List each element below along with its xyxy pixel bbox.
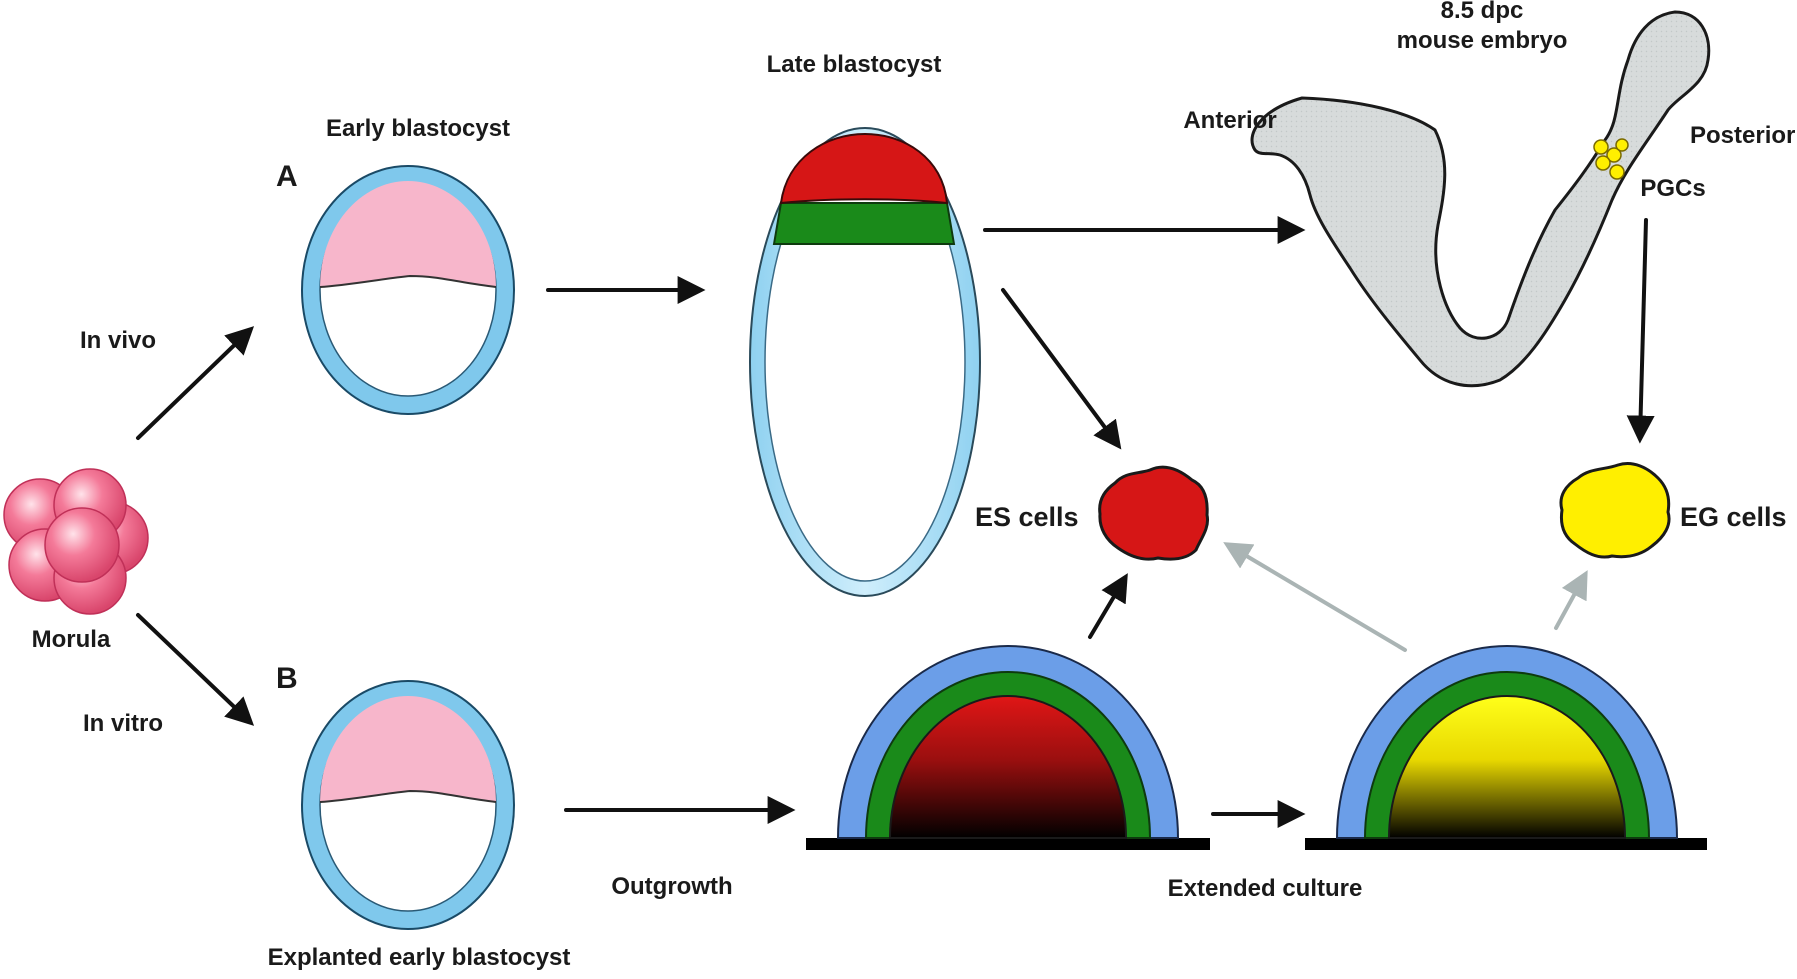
outgrowth-dome [806, 645, 1210, 850]
dpc-line2: mouse embryo [1397, 27, 1568, 54]
dpc-line1: 8.5 dpc [1441, 0, 1524, 24]
eg-cells-label: EG cells [1680, 502, 1787, 532]
morula [3, 468, 149, 615]
pgcs-label: PGCs [1640, 175, 1705, 202]
arrows [136, 216, 1655, 828]
extended-culture-label: Extended culture [1168, 875, 1363, 902]
early-blastocyst [301, 165, 515, 415]
es-cells-label: ES cells [975, 502, 1079, 532]
arrow-morula-to-early-blastocyst [136, 326, 255, 440]
late-blastocyst [749, 127, 981, 597]
extended-culture-dome [1305, 645, 1707, 850]
panel-a-label: A [276, 160, 298, 193]
arrow-pgcs-to-eg-cells [1626, 218, 1655, 444]
arrow-outgrowth-to-es-cells [1088, 573, 1128, 639]
arrow-extended-to-es-cells-gray [1223, 542, 1407, 652]
panel-b-label: B [276, 662, 298, 695]
arrow-late-blastocyst-to-es-cells [1001, 288, 1122, 450]
posterior-label: Posterior [1690, 122, 1795, 149]
pgc-cluster [1593, 138, 1629, 180]
es-cells-colony [1098, 465, 1210, 561]
late-blastocyst-label: Late blastocyst [767, 51, 942, 78]
morula-label: Morula [32, 626, 111, 653]
in-vitro-label: In vitro [83, 710, 163, 737]
explanted-early-blastocyst [301, 680, 515, 930]
explanted-blastocyst-label: Explanted early blastocyst [268, 944, 571, 971]
outgrowth-label: Outgrowth [611, 873, 732, 900]
mouse-embryo [1250, 10, 1711, 388]
anterior-label: Anterior [1183, 107, 1276, 134]
arrow-morula-to-explanted-blastocyst [136, 613, 255, 726]
in-vivo-label: In vivo [80, 327, 156, 354]
early-blastocyst-label: Early blastocyst [326, 115, 510, 142]
arrow-extended-to-eg-cells-gray [1554, 570, 1588, 630]
eg-cells-colony [1559, 462, 1671, 559]
